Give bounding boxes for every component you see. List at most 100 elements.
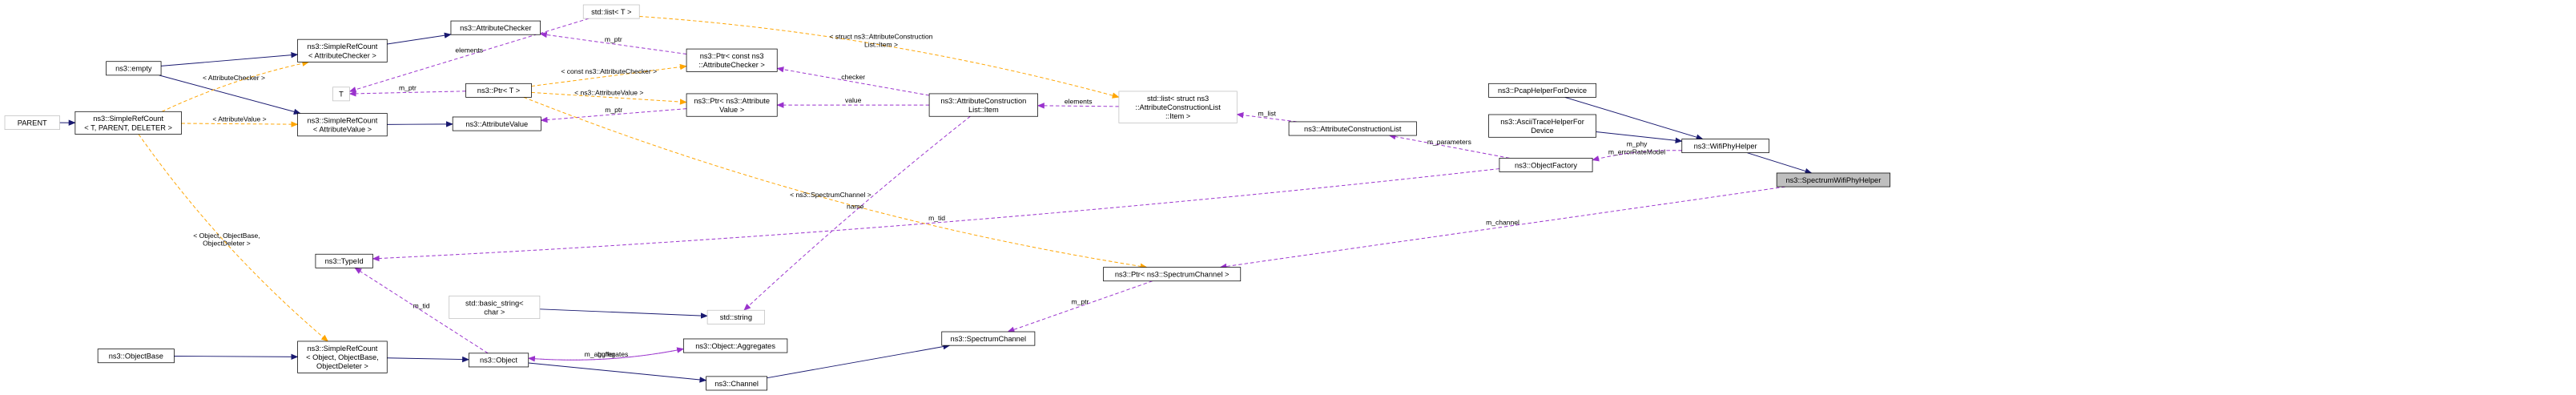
node-label: ns3::PcapHelperForDevice	[1498, 87, 1587, 95]
edge-line	[1592, 150, 1682, 162]
edge-object-aggr: m_aggregates	[528, 347, 685, 361]
node-label: < Object, ObjectBase,	[306, 353, 379, 361]
class-node-basic_string[interactable]: std::basic_string<char >	[449, 295, 541, 320]
node-box	[1488, 114, 1596, 138]
edge-label: m_ptr	[605, 106, 622, 114]
edge-line	[1236, 112, 1298, 123]
node-label: < AttributeChecker >	[308, 51, 376, 59]
edge-label: < const ns3::AttributeChecker >	[561, 67, 657, 75]
class-node-spectrumchannel[interactable]: ns3::SpectrumChannel	[941, 331, 1036, 346]
class-node-empty[interactable]: ns3::empty	[106, 61, 162, 76]
class-node-src_object[interactable]: ns3::SimpleRefCount< Object, ObjectBase,…	[297, 341, 388, 373]
edge-line	[767, 343, 951, 379]
node-label: ::AttributeChecker >	[698, 61, 764, 69]
class-node-attributechecker[interactable]: ns3::AttributeChecker	[450, 20, 541, 35]
node-box	[1118, 91, 1238, 123]
node-box	[465, 83, 532, 98]
class-node-spectrumwifiphyhelper[interactable]: ns3::SpectrumWifiPhyHelper	[1776, 172, 1890, 187]
edge-tpl-object: < Object, ObjectBase,ObjectDeleter >	[138, 134, 328, 342]
node-label: ns3::ObjectFactory	[1515, 161, 1577, 169]
class-node-ptr_spectrum[interactable]: ns3::Ptr< ns3::SpectrumChannel >	[1103, 267, 1242, 282]
node-label: ns3::SimpleRefCount	[93, 115, 163, 123]
class-node-ac_item[interactable]: ns3::AttributeConstructionList::Item	[928, 93, 1038, 117]
edge-ascii-to-wifi	[1596, 131, 1683, 143]
edge-line	[159, 75, 301, 115]
edge-label: elements	[455, 46, 483, 54]
edge-line	[539, 31, 687, 54]
class-node-objectfactory[interactable]: ns3::ObjectFactory	[1499, 157, 1593, 172]
edge-line	[161, 52, 299, 67]
edge-t-mptr: m_ptr	[348, 83, 466, 97]
edge-label: m_parameters	[1427, 138, 1471, 146]
edge-src-to-attrchecker	[387, 32, 452, 45]
node-label: ns3::ObjectBase	[109, 353, 163, 361]
edge-pcap-to-wifi	[1564, 96, 1704, 140]
class-node-typeid[interactable]: ns3::TypeId	[315, 253, 373, 268]
class-node-pcaphelper[interactable]: ns3::PcapHelperForDevice	[1488, 83, 1596, 98]
class-node-wifiphyhelper[interactable]: ns3::WifiPhyHelper	[1681, 139, 1769, 154]
edge-label: buffer	[598, 350, 615, 358]
class-node-parent[interactable]: PARENT	[4, 115, 60, 130]
class-node-objectbase[interactable]: ns3::ObjectBase	[97, 349, 175, 364]
class-node-ptr_t[interactable]: ns3::Ptr< T >	[465, 83, 532, 98]
class-node-ptr_attrchecker[interactable]: ns3::Ptr< const ns3::AttributeChecker >	[686, 48, 778, 72]
edge-label: m_ptr	[399, 83, 417, 91]
edge-empty-to-src-checker	[161, 52, 299, 67]
class-node-stdlist_item[interactable]: std::list< struct ns3::AttributeConstruc…	[1118, 91, 1238, 123]
edge-label: m_ptr	[1072, 297, 1089, 305]
class-node-ptr_attrvalue[interactable]: ns3::Ptr< ns3::AttributeValue >	[686, 93, 778, 117]
node-label: ns3::Ptr< T >	[477, 87, 520, 95]
edge-objectbase-to-src	[174, 353, 299, 361]
edge-item-name: name	[743, 115, 971, 311]
edge-line	[523, 96, 1148, 270]
node-label: ns3::Object::Aggregates	[695, 342, 775, 350]
class-node-stdlist_t[interactable]: std::list< T >	[582, 4, 640, 19]
edge-label: < struct ns3::AttributeConstruction	[830, 33, 933, 41]
node-box	[449, 295, 541, 320]
class-node-attributevalue[interactable]: ns3::AttributeValue	[452, 116, 541, 131]
class-node-ac_list[interactable]: ns3::AttributeConstructionList	[1288, 121, 1417, 136]
class-node-t[interactable]: T	[332, 87, 350, 102]
node-box	[686, 93, 778, 117]
node-label: ns3::TypeId	[325, 257, 364, 265]
node-label: ns3::SimpleRefCount	[308, 116, 378, 124]
edge-line	[1564, 96, 1704, 140]
node-label: ns3::AttributeValue	[465, 120, 528, 128]
node-box	[297, 38, 388, 62]
node-label: < AttributeValue >	[313, 126, 372, 134]
node-box	[74, 111, 182, 135]
edge-tpl-ptr-spectrum: < ns3::SpectrumChannel >	[523, 96, 1148, 270]
edge-label: m_errorRateModel	[1608, 147, 1665, 155]
edge-line	[372, 168, 1499, 262]
node-label: ns3::Ptr< const ns3	[700, 52, 764, 60]
node-box	[1103, 267, 1242, 282]
node-label: ns3::SimpleRefCount	[308, 42, 378, 50]
class-node-src_attrvalue[interactable]: ns3::SimpleRefCount< AttributeValue >	[297, 113, 388, 137]
node-label: ns3::Channel	[714, 380, 759, 388]
class-node-stdstring[interactable]: std::string	[706, 309, 765, 324]
node-label: ns3::SpectrumWifiPhyHelper	[1785, 176, 1881, 184]
edge-line	[539, 308, 708, 319]
edge-line	[354, 267, 489, 354]
edge-tpl-ptr-value: < ns3::AttributeValue >	[531, 89, 687, 105]
node-box	[315, 253, 373, 268]
edge-checker-mptr: m_ptr	[539, 31, 687, 54]
node-label: std::basic_string<	[465, 299, 524, 307]
class-node-simplerefcount_main[interactable]: ns3::SimpleRefCount< T, PARENT, DELETER …	[74, 111, 182, 135]
class-node-channel[interactable]: ns3::Channel	[706, 376, 767, 391]
edge-list-elements: elements	[1036, 97, 1119, 109]
edge-tpl-ptr-checker: < const ns3::AttributeChecker >	[531, 63, 687, 87]
edge-label: < ns3::AttributeValue >	[574, 89, 643, 97]
nodes-layer: PARENT ns3::SimpleRefCount< T, PARENT, DE…	[4, 4, 1890, 391]
edge-line	[387, 356, 470, 363]
node-box	[97, 349, 175, 364]
class-node-src_attrchecker[interactable]: ns3::SimpleRefCount< AttributeChecker >	[297, 38, 388, 62]
edge-tpl-attrchecker: < AttributeChecker >	[161, 60, 310, 112]
edge-line	[1596, 131, 1683, 143]
edge-line	[743, 115, 971, 311]
class-node-aggregates[interactable]: ns3::Object::Aggregates	[682, 338, 788, 353]
class-node-object[interactable]: ns3::Object	[468, 353, 529, 368]
